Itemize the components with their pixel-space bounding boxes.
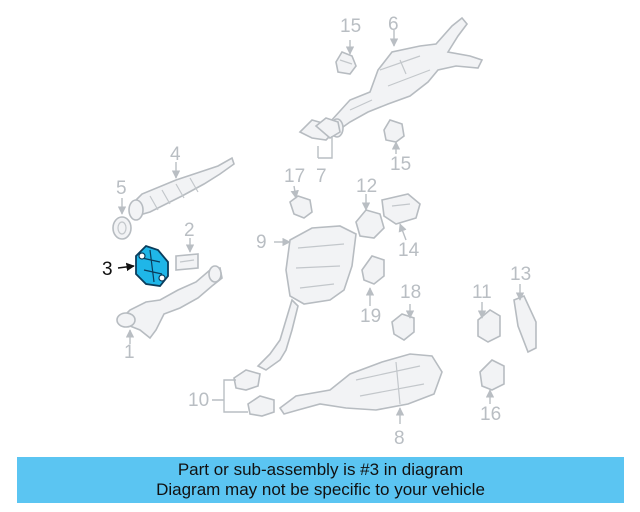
part-8-drawing	[278, 353, 443, 415]
part-10-drawing	[233, 369, 275, 417]
callout-17-upper: 17	[284, 166, 305, 187]
callout-16: 16	[480, 404, 501, 425]
banner-line-disclaimer: Diagram may not be specific to your vehi…	[156, 480, 485, 499]
part-7-drawing	[298, 117, 341, 141]
callout-3: 3	[102, 259, 113, 280]
callout-15-top: 15	[340, 16, 361, 37]
part-9-drawing	[256, 225, 357, 371]
callout-12: 12	[356, 176, 377, 197]
part-5-drawing	[112, 216, 132, 240]
info-banner: Part or sub-assembly is #3 in diagram Di…	[17, 457, 624, 503]
callout-11: 11	[472, 282, 492, 303]
part-3-highlighted-drawing[interactable]	[135, 244, 169, 287]
callout-10: 10	[188, 390, 209, 411]
banner-line-part: Part or sub-assembly is #3 in diagram	[177, 460, 464, 479]
part-2-drawing	[175, 253, 199, 271]
part-17-upper-drawing	[289, 195, 313, 219]
part-12-drawing	[355, 209, 385, 239]
callout-6: 6	[388, 14, 399, 35]
callout-7: 7	[316, 166, 327, 187]
callout-18: 18	[400, 282, 421, 303]
callout-4: 4	[170, 144, 181, 165]
part-19-drawing	[361, 255, 385, 285]
part-16-drawing	[479, 359, 505, 391]
callout-13: 13	[510, 264, 531, 285]
part-13-drawing	[513, 294, 537, 354]
part-18-drawing	[391, 313, 415, 341]
callout-9: 9	[256, 232, 267, 253]
callout-19: 19	[360, 306, 381, 327]
part-15-lower-drawing	[383, 119, 405, 143]
part-14-drawing	[381, 193, 421, 225]
callout-5: 5	[116, 178, 127, 199]
callout-1: 1	[124, 342, 135, 363]
callout-15-lower: 15	[390, 154, 411, 175]
leader-lines	[117, 30, 525, 424]
callout-14: 14	[398, 240, 420, 261]
callout-2: 2	[184, 220, 195, 241]
part-1-drawing	[116, 265, 223, 340]
part-15-top-drawing	[335, 51, 357, 75]
callout-8: 8	[394, 428, 405, 449]
callout-numbers: 15 6 4 5 2 3 1 17 7 15 12 9 14 19 18 11 …	[102, 14, 531, 449]
part-4-drawing	[128, 156, 235, 221]
